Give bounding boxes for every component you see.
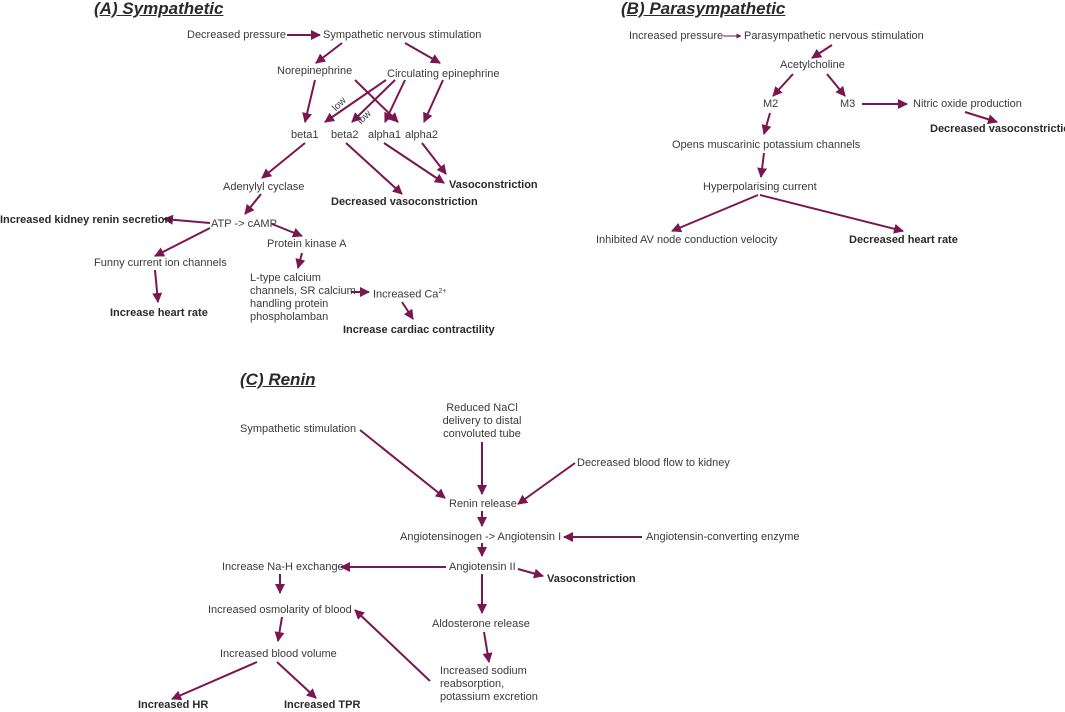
decreased-heart-rate-label: Decreased heart rate [849, 234, 958, 246]
funny-current-label: Funny current ion channels [94, 257, 227, 269]
aldosterone-release-label: Aldosterone release [432, 618, 530, 630]
vasoconstriction-label-c: Vasoconstriction [547, 573, 636, 585]
vasoconstriction-label-a: Vasoconstriction [449, 179, 538, 191]
pns-stimulation-label: Parasympathetic nervous stimulation [744, 30, 924, 42]
decreased-blood-flow-label: Decreased blood flow to kidney [577, 457, 730, 469]
beta2-label: beta2 [331, 129, 359, 141]
alpha2-label: alpha2 [405, 129, 439, 141]
circulating-epinephrine-label: Circulating epinephrine [387, 68, 500, 80]
l-type-calcium-label-3: handling protein [250, 298, 329, 310]
decreased-vasoconstriction-label-a: Decreased vasoconstriction [331, 196, 478, 208]
sns-stimulation-label: Sympathetic nervous stimulation [323, 29, 482, 41]
arrows-panel-c [171, 429, 642, 700]
angiotensin-ii-label: Angiotensin II [449, 561, 516, 573]
av-node-label: Inhibited AV node conduction velocity [596, 234, 778, 246]
m2-label: M2 [763, 98, 779, 110]
alpha1-label: alpha1 [368, 129, 402, 141]
renin-release-label: Renin release [449, 498, 517, 510]
acetylcholine-label: Acetylcholine [780, 59, 845, 71]
sodium-reabsorption-label-2: reabsorption, [440, 678, 505, 690]
adenylyl-cyclase-label: Adenylyl cyclase [223, 181, 305, 193]
reduced-nacl-label-1: Reduced NaCl [446, 402, 518, 414]
sympathetic-stimulation-label: Sympathetic stimulation [240, 423, 357, 435]
increased-pressure-label: Increased pressure [629, 30, 724, 42]
increased-tpr-label: Increased TPR [284, 699, 361, 711]
panel-b-title: (B) Parasympathetic [621, 0, 786, 18]
l-type-calcium-label-4: phospholamban [250, 311, 329, 323]
increase-heart-rate-label: Increase heart rate [110, 307, 208, 319]
na-h-exchange-label: Increase Na-H exchange [222, 561, 344, 573]
kidney-renin-label: Increased kidney renin secretion [0, 214, 172, 226]
protein-kinase-label: Protein kinase A [267, 238, 347, 250]
increased-ca-label: Increased Ca2+ [373, 288, 447, 301]
norepinephrine-label: Norepinephrine [277, 65, 353, 77]
m3-label: M3 [840, 98, 856, 110]
reduced-nacl-label-2: delivery to distal [442, 415, 522, 427]
sodium-reabsorption-label-3: potassium excretion [440, 691, 538, 703]
l-type-calcium-label-1: L-type calcium [250, 272, 321, 284]
sodium-reabsorption-label-1: Increased sodium [440, 665, 527, 677]
increase-contractility-label: Increase cardiac contractility [343, 324, 495, 336]
muscarinic-channels-label: Opens muscarinic potassium channels [672, 139, 861, 151]
panel-a-title: (A) Sympathetic [94, 0, 224, 18]
reduced-nacl-label-3: convoluted tube [443, 428, 521, 440]
ace-label: Angiotensin-converting enzyme [646, 531, 800, 543]
hyperpolarising-current-label: Hyperpolarising current [703, 181, 817, 193]
decreased-vasoconstriction-label-b: Decreased vasoconstriction [930, 123, 1065, 135]
arrows-panel-b [671, 33, 998, 234]
angiotensinogen-label: Angiotensinogen -> Angiotensin I [400, 531, 562, 543]
arrows-panel-a [152, 30, 447, 320]
osmolarity-label: Increased osmolarity of blood [208, 604, 352, 616]
blood-volume-label: Increased blood volume [220, 648, 337, 660]
nitric-oxide-label: Nitric oxide production [913, 98, 1022, 110]
panel-c-title: (C) Renin [240, 370, 316, 389]
beta1-label: beta1 [291, 129, 319, 141]
increased-hr-label: Increased HR [138, 699, 209, 711]
atp-camp-label: ATP -> cAMP [211, 218, 277, 230]
l-type-calcium-label-2: channels, SR calcium [250, 285, 356, 297]
decreased-pressure-label: Decreased pressure [187, 29, 287, 41]
ca-superscript: 2+ [438, 288, 447, 295]
